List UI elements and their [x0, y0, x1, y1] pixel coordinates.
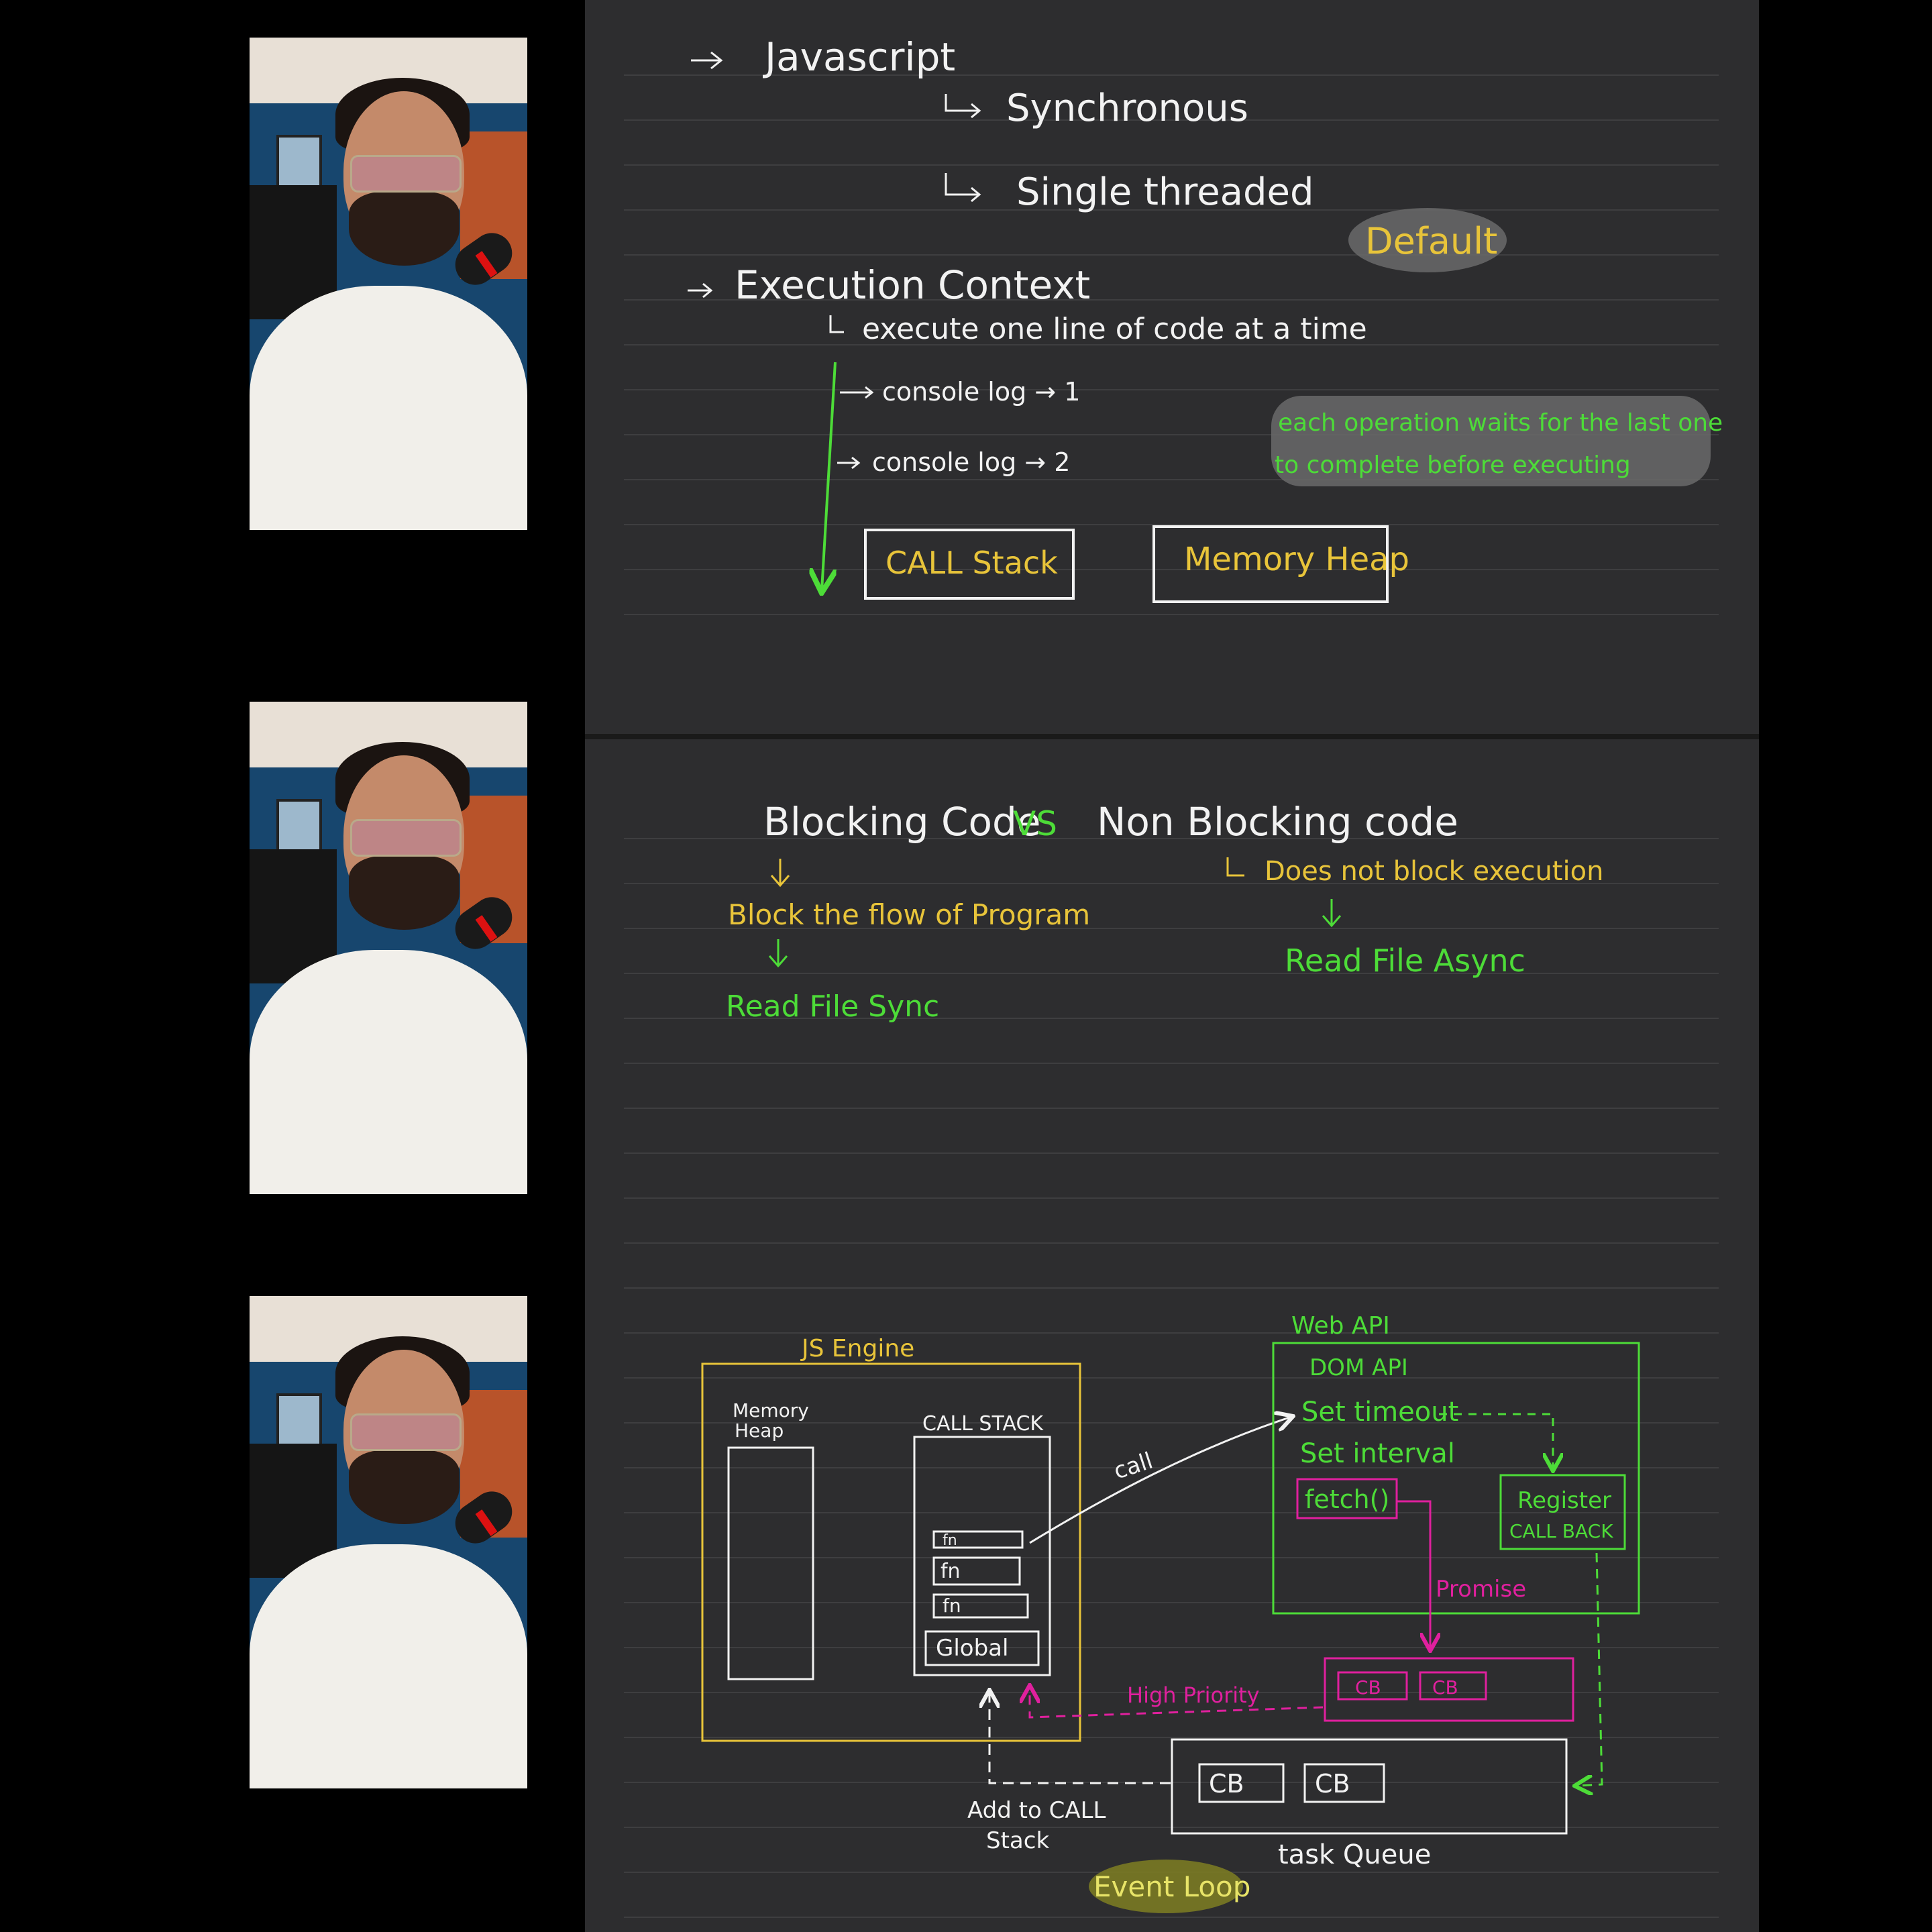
webcam-frame-2	[250, 702, 527, 1194]
panel-3: JS Engine Memory Heap CALL STACK fn fn f…	[701, 1312, 1640, 1913]
memory-heap-box	[1152, 525, 1389, 603]
call-stack-col	[913, 1436, 1051, 1676]
console-log-1: console log → 1	[882, 377, 1080, 407]
memory-heap-label-2: Heap	[735, 1419, 784, 1442]
add-to-call-text: Add to CALL	[967, 1797, 1106, 1824]
synchronous-text: Synchronous	[1006, 87, 1248, 130]
task-cb-1-text: CB	[1209, 1769, 1244, 1799]
non-blocking-text: Non Blocking code	[1097, 799, 1458, 845]
default-text: Default	[1365, 220, 1497, 262]
stack-frame-fn-1	[932, 1530, 1024, 1549]
event-loop-text: Event Loop	[1093, 1870, 1250, 1903]
read-sync-text: Read File Sync	[726, 989, 939, 1024]
stack-fn-1: fn	[943, 1532, 957, 1549]
microtask-queue-box	[1324, 1657, 1574, 1722]
stack-frame-fn-2	[932, 1556, 1021, 1586]
register-text: Register	[1517, 1487, 1611, 1514]
fetch-text: fetch()	[1305, 1485, 1389, 1514]
stack-fn-2: fn	[941, 1560, 961, 1583]
note-highlight	[1271, 396, 1711, 486]
block-flow-text: Block the flow of Program	[728, 898, 1090, 931]
high-priority-text: High Priority	[1127, 1682, 1260, 1708]
task-queue-label: task Queue	[1278, 1839, 1431, 1870]
note-line-1: each operation waits for the last one	[1278, 409, 1723, 437]
does-not-block-text: Does not block execution	[1265, 856, 1603, 887]
web-api-box	[1272, 1342, 1640, 1615]
event-loop-highlight	[1089, 1860, 1243, 1913]
microtask-cb-2	[1419, 1671, 1487, 1701]
task-cb-1	[1198, 1763, 1285, 1803]
register-callback-box	[1499, 1474, 1626, 1550]
promise-text: Promise	[1436, 1576, 1526, 1603]
webcam-frame-3	[250, 1296, 527, 1788]
default-highlight	[1348, 208, 1507, 272]
microtask-cb-2-text: CB	[1432, 1676, 1458, 1699]
task-queue-box	[1171, 1738, 1568, 1835]
panel-2: Blocking Code VS Non Blocking code Block…	[726, 799, 1603, 1024]
js-engine-label: JS Engine	[800, 1335, 914, 1362]
board-panel-1	[585, 0, 1759, 735]
call-stack-label: CALL Stack	[885, 545, 1058, 581]
stack-global: Global	[936, 1635, 1008, 1662]
single-threaded-text: Single threaded	[1016, 170, 1314, 214]
panel-1: Javascript Synchronous Single threaded D…	[688, 34, 1723, 603]
note-line-2: to complete before executing	[1275, 451, 1631, 479]
js-engine-box	[701, 1362, 1081, 1742]
memory-heap-col	[727, 1446, 814, 1680]
stack-frame-global	[924, 1630, 1040, 1666]
web-api-label: Web API	[1291, 1312, 1390, 1340]
set-timeout-text: Set timeout	[1301, 1397, 1458, 1428]
fetch-box	[1296, 1478, 1398, 1519]
microtask-cb-1-text: CB	[1355, 1676, 1381, 1699]
blocking-code-text: Blocking Code	[763, 799, 1040, 845]
board-panel-2-3	[585, 739, 1759, 1932]
call-stack-title: CALL STACK	[922, 1412, 1044, 1436]
memory-heap-label: Memory Heap	[1184, 541, 1409, 578]
javascript-text: Javascript	[763, 34, 955, 80]
stack-fn-3: fn	[943, 1595, 961, 1617]
call-label: call	[1110, 1447, 1156, 1485]
set-interval-text: Set interval	[1300, 1438, 1455, 1469]
execution-context-text: Execution Context	[735, 262, 1090, 308]
call-stack-box	[864, 529, 1075, 600]
task-cb-2	[1303, 1763, 1385, 1803]
read-async-text: Read File Async	[1285, 943, 1525, 979]
execute-line-text: execute one line of code at a time	[862, 312, 1367, 346]
console-log-2: console log → 2	[872, 447, 1070, 477]
dom-api-text: DOM API	[1309, 1354, 1408, 1381]
microtask-cb-1	[1337, 1671, 1408, 1701]
vs-text: VS	[1013, 804, 1057, 843]
stack-frame-fn-3	[932, 1593, 1029, 1619]
memory-heap-label-1: Memory	[733, 1399, 809, 1421]
task-cb-2-text: CB	[1315, 1769, 1350, 1799]
add-stack-text: Stack	[986, 1827, 1049, 1854]
callback-text: CALL BACK	[1509, 1520, 1613, 1542]
webcam-frame-1	[250, 38, 527, 530]
